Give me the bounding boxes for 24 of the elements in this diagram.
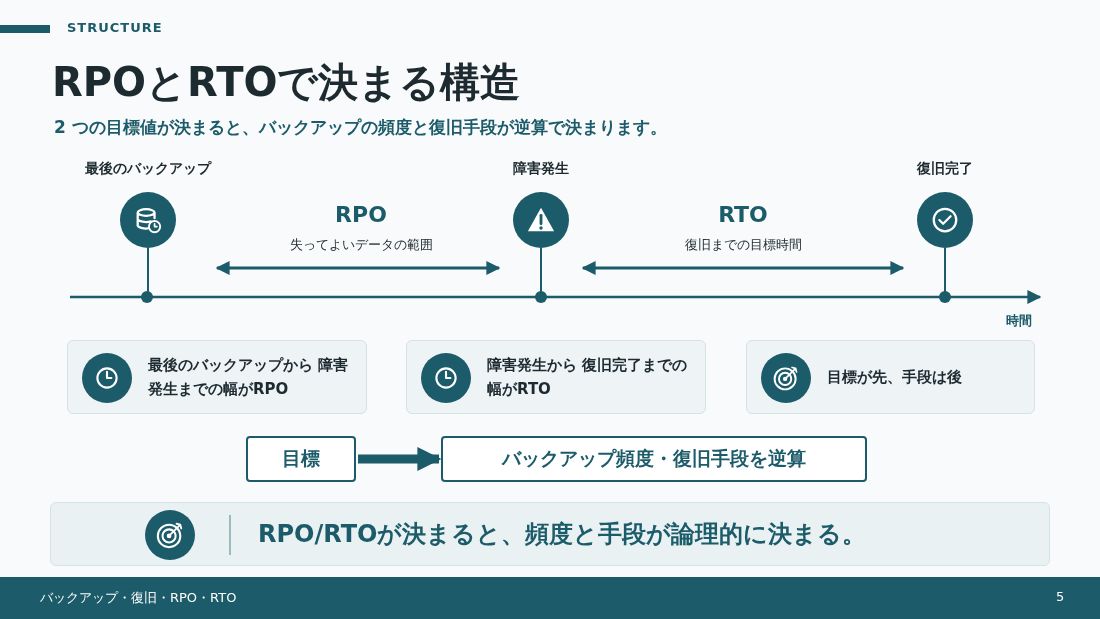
summary-banner — [50, 502, 1050, 566]
info-card — [406, 340, 706, 414]
milestone-label: 最後のバックアップ — [83, 160, 213, 178]
axis-label: 時間 — [1006, 312, 1032, 330]
annotation-text: 復旧までの目標時間 — [683, 236, 803, 254]
page-number: 5 — [1056, 589, 1065, 604]
block-arrow — [358, 447, 442, 471]
outlined-box: バックアップ頻度・復旧手段を逆算 — [441, 436, 867, 482]
slide-title: RPOとRTOで決まる構造 — [52, 58, 521, 107]
milestone-label: 障害発生 — [512, 160, 570, 178]
footer-text: バックアップ・復旧・RPO・RTO — [40, 589, 237, 607]
card-text: 障害発生から 復旧完了までの幅がRTO — [487, 355, 689, 400]
outlined-box: 目標 — [246, 436, 356, 482]
annotation-text: 失ってよいデータの範囲 — [288, 236, 434, 254]
milestone-label: 復旧完了 — [916, 160, 974, 178]
card-text: 目標が先、手段は後 — [827, 367, 963, 388]
section-tag: STRUCTURE — [67, 20, 163, 35]
info-card — [746, 340, 1035, 414]
double-arrow — [215, 261, 501, 275]
card-text: 最後のバックアップから 障害発生までの幅がRPO — [148, 355, 350, 400]
summary-text: RPO/RTOが決まると、頻度と手段が論理的に決まる。 — [258, 519, 867, 550]
subtitle: 2 つの目標値が決まると、バックアップの頻度と復旧手段が逆算で決まります。 — [54, 116, 667, 139]
info-card — [67, 340, 367, 414]
double-arrow — [581, 261, 905, 275]
